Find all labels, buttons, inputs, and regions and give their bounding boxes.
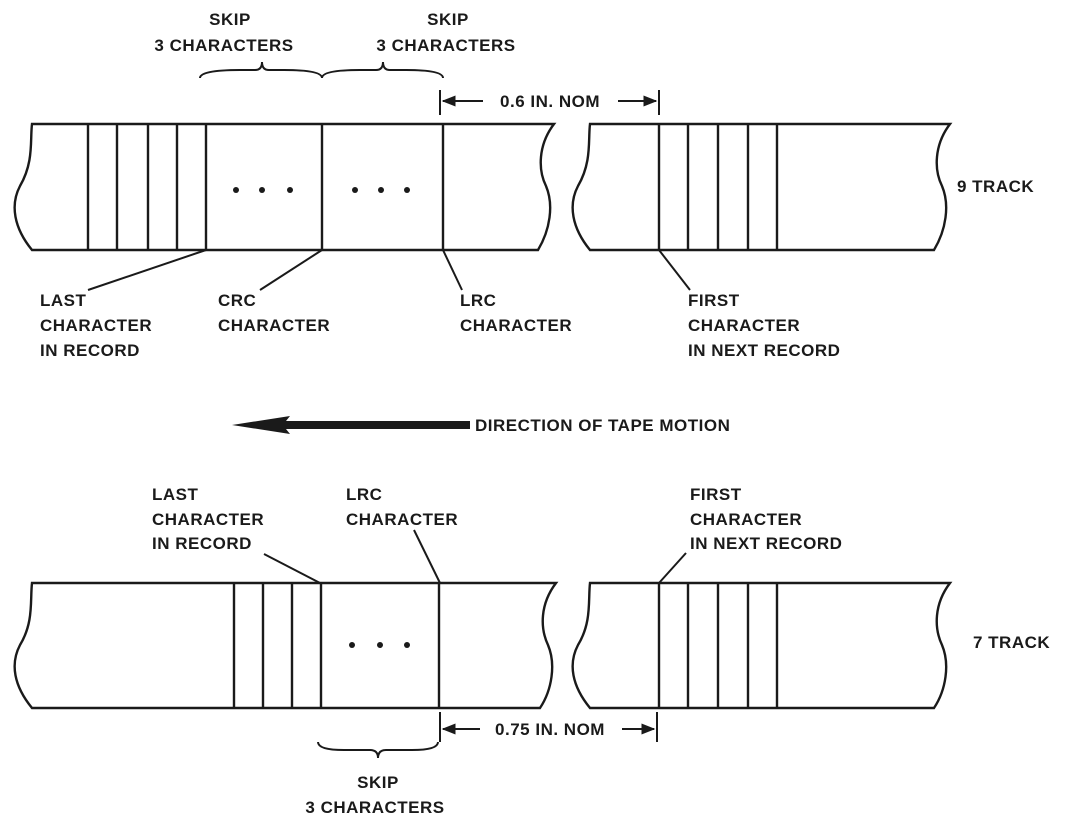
seven-skip-dots [349, 642, 410, 648]
seven-gap-label: 0.75 IN. NOM [495, 720, 605, 739]
nine-track-label: 9 TRACK [957, 177, 1034, 196]
nine-crc-line2: CHARACTER [218, 316, 330, 335]
nine-skip-left-brace [199, 61, 323, 79]
nine-skip-left-line1: SKIP [209, 10, 251, 29]
nine-next-record-characters [657, 124, 779, 250]
nine-record-characters [86, 124, 208, 250]
nine-last-char-line1: LAST [40, 291, 87, 310]
seven-last-char-leader [263, 553, 321, 584]
nine-skip-dots-right [352, 187, 410, 193]
direction-label: DIRECTION OF TAPE MOTION [475, 416, 730, 435]
direction-indicator: DIRECTION OF TAPE MOTION [232, 416, 730, 435]
nine-last-char-line3: IN RECORD [40, 341, 140, 360]
nine-first-char-leader [658, 249, 691, 291]
nine-last-char-line2: CHARACTER [40, 316, 152, 335]
nine-tape-right [571, 122, 953, 252]
seven-last-char-line1: LAST [152, 485, 199, 504]
nine-first-char-line3: IN NEXT RECORD [688, 341, 840, 360]
nine-skip-right-brace [321, 61, 444, 79]
direction-arrow [232, 416, 470, 434]
nine-gap-label: 0.6 IN. NOM [500, 92, 600, 111]
seven-last-char-line3: IN RECORD [152, 534, 252, 553]
seven-first-char-line2: CHARACTER [690, 510, 802, 529]
nine-crc-leader [259, 249, 323, 291]
nine-first-char-line2: CHARACTER [688, 316, 800, 335]
nine-skip-right-line2: 3 CHARACTERS [376, 36, 515, 55]
nine-crc-line1: CRC [218, 291, 256, 310]
seven-lrc-line2: CHARACTER [346, 510, 458, 529]
seven-first-char-line3: IN NEXT RECORD [690, 534, 842, 553]
nine-skip-dots-left [233, 187, 293, 193]
nine-lrc-line1: LRC [460, 291, 496, 310]
seven-skip-line2: 3 CHARACTERS [305, 798, 444, 817]
seven-first-char-line1: FIRST [690, 485, 742, 504]
seven-track-label: 7 TRACK [973, 633, 1050, 652]
seven-record-characters [232, 583, 323, 708]
nine-lrc-line2: CHARACTER [460, 316, 572, 335]
nine-first-char-line1: FIRST [688, 291, 740, 310]
nine-tape-left [13, 122, 557, 252]
seven-next-record-characters [657, 583, 779, 708]
nine-last-char-leader [87, 249, 207, 291]
seven-tape-right [571, 581, 953, 710]
seven-tape-left [13, 581, 559, 710]
seven-skip-line1: SKIP [357, 773, 399, 792]
nine-skip-left-line2: 3 CHARACTERS [154, 36, 293, 55]
seven-first-char-leader [658, 552, 687, 584]
nine-track-section: SKIP 3 CHARACTERS SKIP 3 CHARACTERS 0.6 … [13, 10, 1034, 360]
seven-track-section: LAST CHARACTER IN RECORD LRC CHARACTER F… [13, 485, 1050, 817]
nine-skip-right-line1: SKIP [427, 10, 469, 29]
seven-lrc-line1: LRC [346, 485, 382, 504]
seven-skip-brace [317, 741, 439, 759]
nine-lrc-leader [442, 249, 463, 291]
seven-lrc-leader [413, 529, 441, 584]
seven-last-char-line2: CHARACTER [152, 510, 264, 529]
